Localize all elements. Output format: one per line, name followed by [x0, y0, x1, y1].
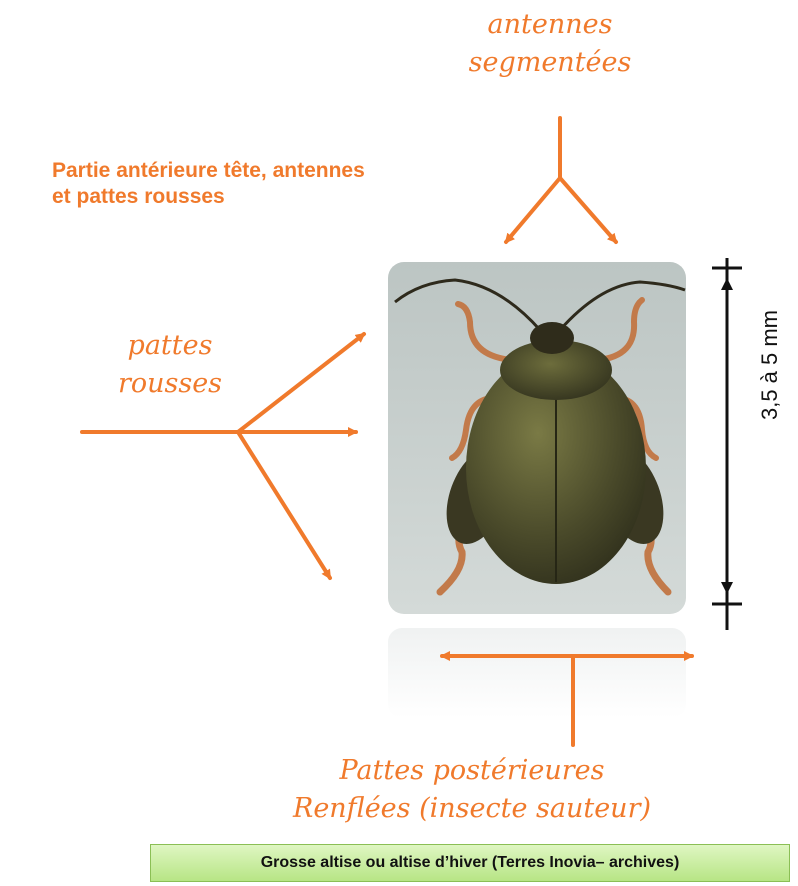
caption-bar: Grosse altise ou altise d’hiver (Terres …	[150, 844, 790, 882]
size-measure	[712, 258, 742, 630]
posterieures-label-line2: Renflées (insecte sauteur)	[262, 790, 682, 828]
antennes-label: antennes segmentées	[420, 6, 680, 82]
beetle-photo	[388, 262, 686, 718]
posterieures-label: Pattes postérieures Renflées (insecte sa…	[262, 752, 682, 828]
anterieure-label-line1: Partie antérieure tête, antennes	[52, 158, 472, 184]
size-label: 3,5 à 5 mm	[755, 300, 785, 430]
antennes-label-line2: segmentées	[420, 44, 680, 82]
caption-text: Grosse altise ou altise d’hiver (Terres …	[261, 854, 680, 872]
anterieure-label: Partie antérieure tête, antennes et patt…	[52, 158, 472, 210]
posterieures-label-line1: Pattes postérieures	[262, 752, 682, 790]
anterieure-label-line2: et pattes rousses	[52, 184, 472, 210]
pattes-label-line2: rousses	[70, 365, 270, 403]
pattes-label: pattes rousses	[70, 327, 270, 403]
antennes-arrows	[506, 118, 616, 242]
pattes-label-line1: pattes	[70, 327, 270, 365]
antennes-label-line1: antennes	[420, 6, 680, 44]
